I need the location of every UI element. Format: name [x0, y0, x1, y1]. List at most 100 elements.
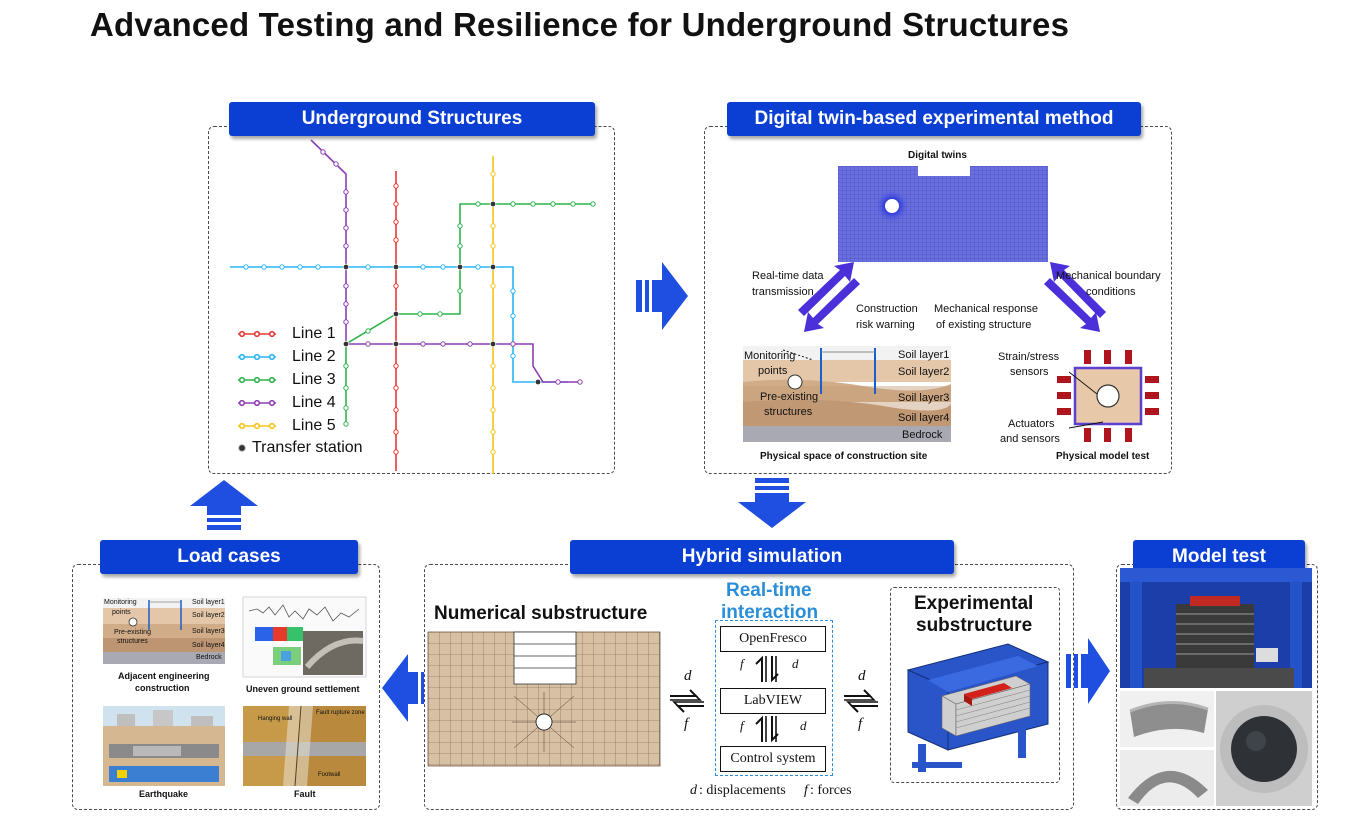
model-test-photo-rig — [1120, 568, 1312, 688]
right-exchange-icon — [844, 689, 878, 713]
model-caption: Physical model test — [1056, 451, 1150, 462]
left-d-symbol: d — [684, 668, 692, 684]
adjacent-caption-2: construction — [135, 683, 190, 693]
model-test-photo-arch — [1120, 750, 1214, 806]
metro-line-4 — [310, 139, 580, 383]
arrow-right-icon — [636, 262, 688, 330]
note-f-text: : forces — [810, 783, 852, 798]
mechanical-response-label-2: of existing structure — [936, 319, 1032, 331]
realtime-interaction-label-2: interaction — [721, 602, 819, 623]
line-2-stations — [243, 264, 516, 359]
line-4-stations — [320, 149, 583, 385]
left-exchange-icon — [670, 689, 704, 713]
arrow-up-icon — [190, 480, 258, 530]
twin-data-arrows — [798, 262, 860, 332]
earthquake-caption: Earthquake — [139, 789, 189, 799]
model-sensors-label-2: sensors — [1010, 366, 1049, 378]
site-bedrock: Bedrock — [902, 429, 943, 441]
adjacent-caption-1: Adjacent engineering — [118, 671, 210, 681]
arrow-right-model-icon — [1066, 638, 1110, 704]
numerical-mesh — [427, 631, 661, 767]
labview-box: LabVIEW — [720, 688, 826, 714]
model-actuators-label-2: and sensors — [1000, 433, 1060, 445]
fault-hanging-wall-label: Hanging wall — [258, 716, 293, 722]
upper-f-symbol: f — [740, 656, 744, 671]
realtime-interaction-frame — [715, 620, 833, 776]
realtime-data-label-1: Real-time data — [752, 270, 824, 282]
experimental-frame — [890, 587, 1060, 783]
site-preexisting-label-1: Pre-existing — [760, 391, 819, 403]
realtime-data-label-2: transmission — [752, 286, 814, 298]
fault-image — [243, 705, 366, 787]
mini-monitoring-label-2: points — [112, 609, 131, 616]
site-caption: Physical space of construction site — [760, 451, 928, 462]
legend-symbols — [238, 330, 276, 452]
site-monitoring-label-1: Monitoring — [744, 350, 796, 362]
legend-line-1: Line 1 — [292, 325, 336, 342]
control-system-box: Control system — [720, 746, 826, 772]
numerical-substructure-label: Numerical substructure — [434, 603, 648, 624]
site-preexisting-label-2: structures — [764, 406, 813, 418]
legend-transfer-station: Transfer station — [252, 439, 363, 456]
uneven-settlement-image — [242, 596, 367, 678]
model-sensors-label-1: Strain/stress — [998, 351, 1060, 363]
mini-preexisting-label-2: structures — [117, 638, 148, 645]
mini-monitoring-label-1: Monitoring — [104, 599, 137, 606]
lower-f-symbol: f — [740, 718, 744, 733]
mini-soil-layer-4: Soil layer4 — [192, 642, 225, 649]
legend-line-3: Line 3 — [292, 371, 336, 388]
metro-line-3 — [345, 203, 593, 424]
fault-rupture-label: Fault rupture zone — [316, 710, 365, 716]
risk-warning-label-2: risk warning — [856, 319, 915, 331]
line-3-stations — [343, 201, 596, 427]
settlement-caption: Uneven ground settlement — [246, 684, 360, 694]
upper-exchange-icon — [755, 655, 779, 683]
experimental-label-1: Experimental — [914, 593, 1034, 614]
mini-soil-layer-2: Soil layer2 — [192, 612, 225, 619]
model-test-photo-segment — [1120, 691, 1214, 747]
load-cases-heading: Load cases — [100, 540, 358, 574]
model-test-photo-ring — [1216, 691, 1312, 806]
underground-structures-heading: Underground Structures — [229, 102, 595, 136]
digital-twins-label: Digital twins — [908, 150, 967, 161]
openfresco-box: OpenFresco — [720, 626, 826, 652]
realtime-interaction-label-1: Real-time — [726, 580, 812, 601]
mini-soil-layer-3: Soil layer3 — [192, 628, 225, 635]
legend-line-4: Line 4 — [292, 394, 336, 411]
lower-d-symbol: d — [800, 718, 807, 733]
physical-model-diagram — [1057, 350, 1159, 442]
transfer-stations — [342, 200, 542, 386]
boundary-conditions-label-2: conditions — [1086, 286, 1136, 298]
upper-d-symbol: d — [792, 656, 799, 671]
page-title: Advanced Testing and Resilience for Unde… — [90, 6, 1070, 43]
site-monitoring-label-2: points — [758, 365, 788, 377]
metro-network-map — [230, 139, 596, 474]
experimental-rig-image — [906, 643, 1050, 772]
earthquake-image — [103, 706, 225, 786]
fault-caption: Fault — [294, 789, 316, 799]
note-d-symbol: d — [690, 783, 697, 798]
right-f-symbol: f — [858, 716, 863, 732]
mechanical-response-label-1: Mechanical response — [934, 303, 1038, 315]
site-soil-layer-4: Soil layer4 — [898, 412, 950, 424]
line-5-stations — [490, 171, 496, 455]
model-data-arrows — [1044, 262, 1106, 332]
lower-exchange-icon — [755, 715, 779, 743]
note-f-symbol: f — [804, 783, 808, 798]
mini-bedrock: Bedrock — [196, 654, 222, 661]
line-1-stations — [393, 183, 399, 455]
risk-warning-label-1: Construction — [856, 303, 918, 315]
site-soil-layer-1: Soil layer1 — [898, 349, 950, 361]
adjacent-construction-image — [103, 598, 225, 664]
hybrid-simulation-heading: Hybrid simulation — [570, 540, 954, 574]
digital-twin-heading: Digital twin-based experimental method — [727, 102, 1141, 136]
metro-line-2 — [230, 266, 568, 383]
fault-footwall-label: Footwall — [318, 772, 341, 778]
boundary-conditions-label-1: Mechanical boundary — [1056, 270, 1161, 282]
legend-line-2: Line 2 — [292, 348, 336, 365]
model-actuators-label-1: Actuators — [1008, 418, 1055, 430]
underground-structures-panel — [208, 126, 615, 474]
digital-twin-mesh — [838, 166, 1048, 262]
mini-preexisting-label-1: Pre-existing — [114, 629, 151, 636]
experimental-label-2: substructure — [916, 615, 1033, 636]
